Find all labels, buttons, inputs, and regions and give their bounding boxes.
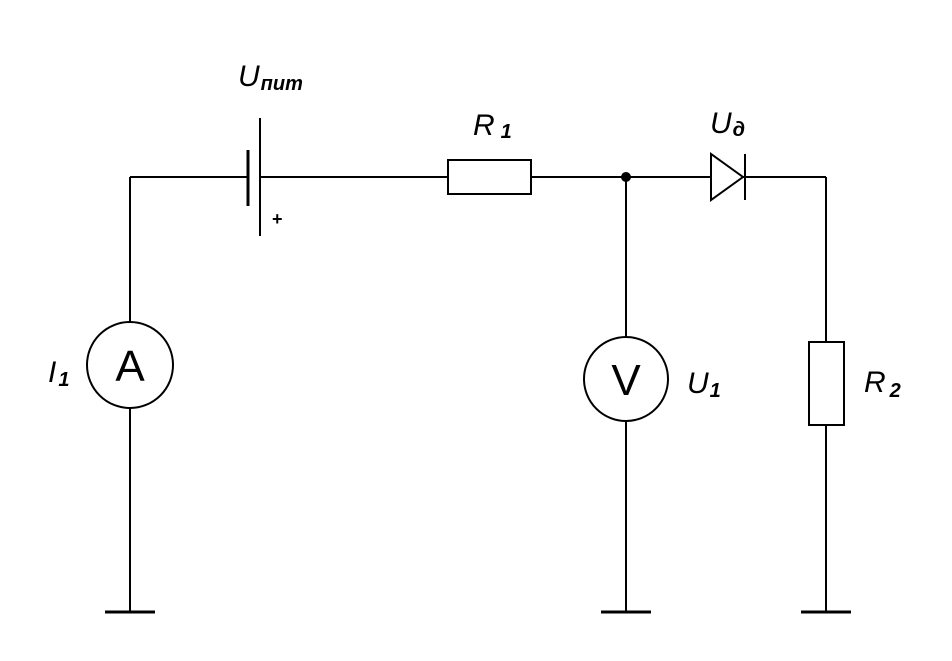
diode-label: Uд bbox=[710, 107, 745, 141]
voltmeter-symbol: V bbox=[611, 356, 641, 405]
right-branch-wires bbox=[801, 177, 851, 614]
voltmeter-branch-wires bbox=[601, 177, 651, 614]
diode-triangle bbox=[710, 152, 745, 202]
battery-label: Uпит bbox=[238, 60, 303, 95]
resistor-r1 bbox=[447, 159, 532, 195]
battery: + bbox=[246, 118, 283, 236]
resistor-r2 bbox=[808, 341, 845, 426]
ammeter bbox=[86, 321, 174, 409]
left-branch-wires bbox=[105, 177, 155, 614]
voltmeter-label: U1 bbox=[687, 367, 721, 402]
battery-plus-sign: + bbox=[272, 209, 283, 229]
ammeter-symbol: A bbox=[115, 342, 145, 391]
voltmeter bbox=[583, 336, 669, 422]
diode bbox=[710, 152, 746, 202]
